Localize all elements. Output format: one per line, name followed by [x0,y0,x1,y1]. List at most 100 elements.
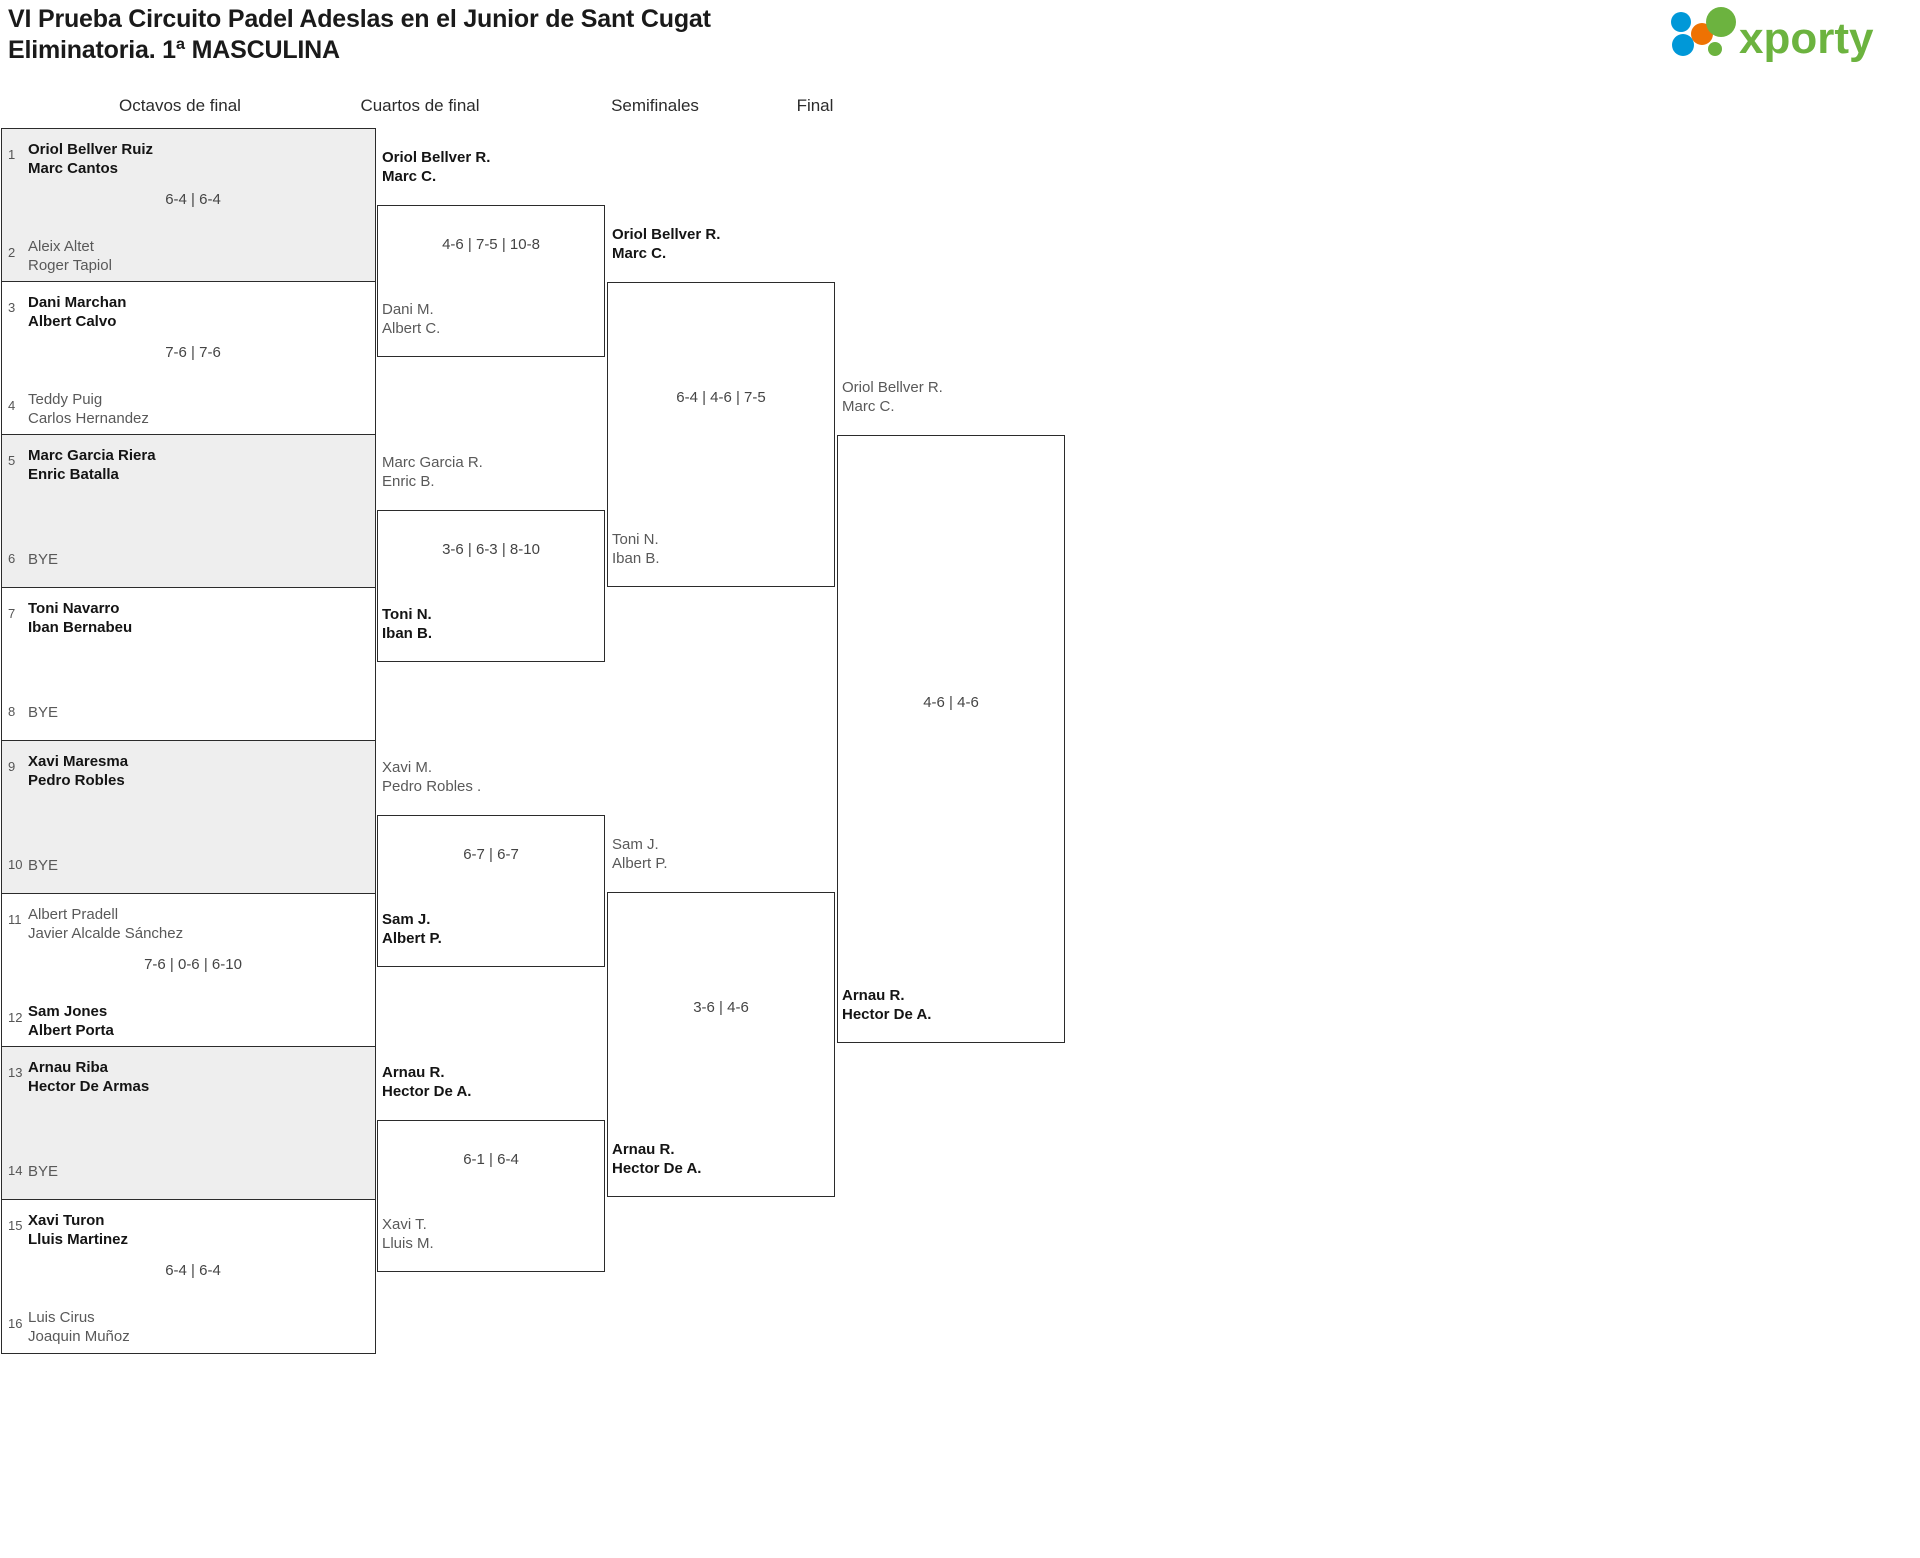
r16-team-bot-7: BYE [28,1163,59,1180]
player-line: Marc Garcia Riera [28,447,156,464]
round-of-16-column: 1 Oriol Bellver Ruiz Marc Cantos 6-4 | 6… [1,128,376,1354]
r16-match-8[interactable]: 15 Xavi Turon Lluis Martinez 6-4 | 6-4 1… [2,1200,375,1353]
qf-team-top-1: Oriol Bellver R. Marc C. [382,148,490,186]
player-line: Oriol Bellver R. [382,149,491,166]
r16-team-bot-2: Teddy Puig Carlos Hernandez [28,390,149,428]
player-line: Xavi Maresma [28,753,129,770]
r16-team-bot-1: Aleix Altet Roger Tapiol [28,237,112,275]
r16-seed-13: 13 [8,1065,23,1080]
r16-seed-9: 9 [8,759,16,774]
player-line: Toni Navarro [28,600,120,617]
player-line: Pedro Robles . [382,778,482,795]
r16-team-top-5: Xavi Maresma Pedro Robles [28,752,128,790]
round-header-final: Final [796,96,834,115]
player-line: Albert Porta [28,1022,114,1039]
player-line: Oriol Bellver R. [612,226,721,243]
player-line: Arnau Riba [28,1059,109,1076]
r16-match-2[interactable]: 3 Dani Marchan Albert Calvo 7-6 | 7-6 4 … [2,282,375,435]
r16-seed-12: 12 [8,1010,23,1025]
r16-score-1: 6-4 | 6-4 [165,191,221,208]
final-score: 4-6 | 4-6 [923,694,979,711]
sf-score-1: 6-4 | 4-6 | 7-5 [676,389,766,406]
player-line: Sam J. [612,836,659,853]
r16-seed-11: 11 [8,912,22,927]
r16-seed-3: 3 [8,300,16,315]
r16-match-5[interactable]: 9 Xavi Maresma Pedro Robles 10 BYE [2,741,375,894]
player-line: Arnau R. [382,1064,445,1081]
r16-match-6[interactable]: 11 Albert Pradell Javier Alcalde Sánchez… [2,894,375,1047]
final-box[interactable] [837,435,1065,1043]
r16-team-top-6: Albert Pradell Javier Alcalde Sánchez [28,905,183,943]
player-line: Javier Alcalde Sánchez [28,925,184,942]
r16-team-bot-6: Sam Jones Albert Porta [28,1002,114,1040]
qf-score-2: 3-6 | 6-3 | 8-10 [442,541,540,558]
xporty-logo[interactable]: xporty [1667,6,1902,68]
player-line: Carlos Hernandez [28,410,149,427]
player-line: Arnau R. [612,1141,675,1158]
player-line: Albert P. [612,855,668,872]
r16-match-1[interactable]: 1 Oriol Bellver Ruiz Marc Cantos 6-4 | 6… [2,129,375,282]
sf-team-top-2: Sam J. Albert P. [612,835,668,873]
r16-seed-6: 6 [8,551,16,566]
r16-team-top-4: Toni Navarro Iban Bernabeu [28,599,132,637]
qf-score-4: 6-1 | 6-4 [463,1151,519,1168]
player-line: Xavi T. [382,1216,427,1233]
r16-seed-10: 10 [8,857,23,872]
sf-box-1[interactable] [607,282,835,587]
qf-score-1: 4-6 | 7-5 | 10-8 [442,236,540,253]
player-line: Arnau R. [842,987,905,1004]
r16-match-4[interactable]: 7 Toni Navarro Iban Bernabeu 8 BYE [2,588,375,741]
round-header-semifinales: Semifinales [611,96,699,115]
player-line: Toni N. [612,531,659,548]
qf-box-3[interactable] [377,815,605,967]
r16-score-8: 6-4 | 6-4 [165,1262,221,1279]
player-line: Xavi M. [382,759,433,776]
qf-box-4[interactable] [377,1120,605,1272]
sf-score-2: 3-6 | 4-6 [693,999,749,1016]
qf-team-top-2: Marc Garcia R. Enric B. [382,453,483,491]
player-line: Oriol Bellver Ruiz [28,141,154,158]
player-line: Hector De A. [842,1006,932,1023]
qf-team-bot-2: Toni N. Iban B. [382,605,432,643]
r16-seed-4: 4 [8,398,16,413]
player-line: Dani Marchan [28,294,127,311]
title-line-1: VI Prueba Circuito Padel Adeslas en el J… [8,5,711,33]
r16-team-bot-4: BYE [28,704,59,721]
player-line: Oriol Bellver R. [842,379,943,396]
r16-team-top-1: Oriol Bellver Ruiz Marc Cantos [28,140,153,178]
qf-box-2[interactable] [377,510,605,662]
r16-seed-8: 8 [8,704,16,719]
player-line: Iban Bernabeu [28,619,133,636]
r16-seed-14: 14 [8,1163,23,1178]
r16-team-bot-8: Luis Cirus Joaquin Muñoz [28,1308,130,1346]
qf-team-bot-4: Xavi T. Lluis M. [382,1215,434,1253]
player-line: Albert P. [382,930,442,947]
r16-seed-5: 5 [8,453,16,468]
r16-team-top-8: Xavi Turon Lluis Martinez [28,1211,128,1249]
r16-team-top-7: Arnau Riba Hector De Armas [28,1058,149,1096]
qf-team-top-4: Arnau R. Hector De A. [382,1063,471,1101]
qf-score-3: 6-7 | 6-7 [463,846,519,863]
qf-box-1[interactable] [377,205,605,357]
player-line: Iban B. [382,625,433,642]
player-line: Marc Cantos [28,160,119,177]
r16-seed-7: 7 [8,606,16,621]
sf-team-bot-1: Toni N. Iban B. [612,530,660,568]
player-line: Hector De Armas [28,1078,150,1095]
player-line: Aleix Altet [28,238,94,255]
r16-score-2: 7-6 | 7-6 [165,344,221,361]
r16-match-3[interactable]: 5 Marc Garcia Riera Enric Batalla 6 BYE [2,435,375,588]
player-line: Albert C. [382,320,441,337]
player-line: Lluis Martinez [28,1231,129,1248]
xporty-logo-icon: xporty [1671,7,1874,63]
r16-team-top-3: Marc Garcia Riera Enric Batalla [28,446,156,484]
player-line: Joaquin Muñoz [28,1328,130,1345]
player-line: Marc C. [842,398,895,415]
sf-box-2[interactable] [607,892,835,1197]
player-line: Luis Cirus [28,1309,95,1326]
final-team-bot-champion: Arnau R. Hector De A. [842,986,931,1024]
title-line-2: Eliminatoria. 1ª MASCULINA [8,36,340,64]
r16-match-7[interactable]: 13 Arnau Riba Hector De Armas 14 BYE [2,1047,375,1200]
final-team-top: Oriol Bellver R. Marc C. [842,378,943,416]
